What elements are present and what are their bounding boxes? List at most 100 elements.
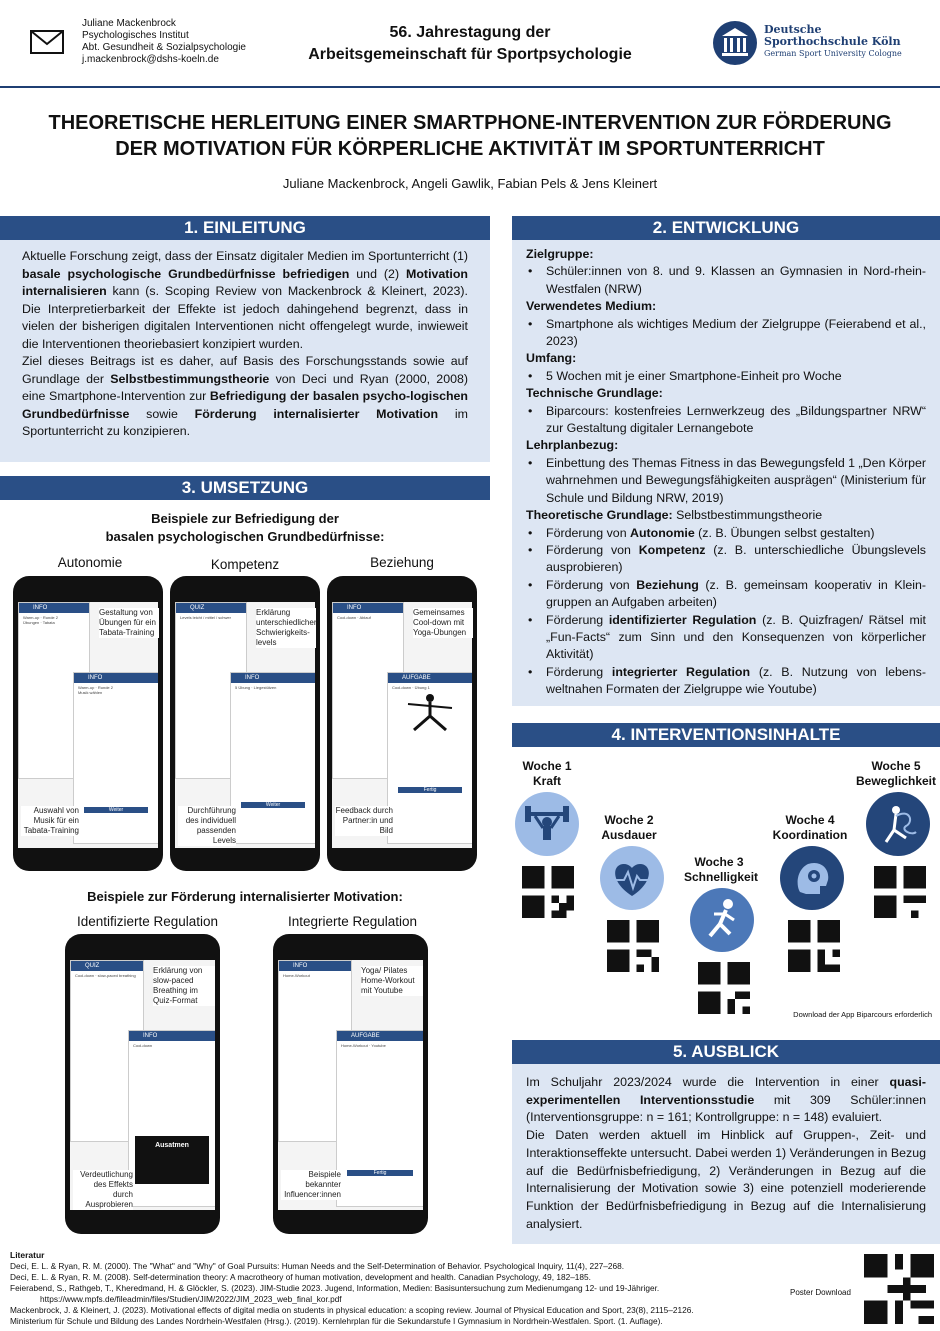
- reference: Deci, E. L. & Ryan, R. M. (2008). Self-d…: [10, 1272, 591, 1282]
- logo-line3: German Sport University Cologne: [764, 49, 902, 58]
- label-autonomie: Autonomie: [57, 555, 123, 570]
- qr-code-week-5[interactable]: [874, 866, 926, 918]
- theory-item: Förderung von Autonomie (z. B. Übungen s…: [526, 525, 926, 543]
- theory-item: Förderung identifizierter Regulation (z.…: [526, 612, 926, 664]
- brain-gear-icon: [780, 846, 844, 910]
- ausatmen-video[interactable]: Ausatmen: [135, 1136, 209, 1184]
- qr-code-week-2[interactable]: [607, 920, 659, 972]
- contact-block: Juliane Mackenbrock Psychologisches Inst…: [82, 18, 246, 66]
- conference-line1: 56. Jahrestagung der: [389, 24, 551, 41]
- logo-line2: Sporthochschule Köln: [764, 35, 901, 48]
- technik-label: Technische Grundlage:: [526, 386, 663, 401]
- mail-icon: [30, 30, 64, 54]
- medium-label: Verwendetes Medium:: [526, 299, 657, 314]
- gymnast-icon: [866, 792, 930, 856]
- qr-code-week-1[interactable]: [522, 866, 574, 918]
- poster-title: THEORETISCHE HERLEITUNG EINER SMARTPHONE…: [20, 110, 920, 162]
- outlook-paragraph-1: Im Schuljahr 2023/2024 wurde die Interve…: [526, 1075, 926, 1125]
- theory-item: Förderung von Beziehung (z. B. gemeinsam…: [526, 577, 926, 612]
- callout-bottom: Feedback durch Partner:in und Bild: [335, 806, 393, 836]
- callout-bottom: Beispiele bekannter Influencer:innen: [281, 1170, 341, 1200]
- section-1-heading: 1. EINLEITUNG: [0, 216, 490, 240]
- label-identifiziert: Identifizierte Regulation: [76, 914, 219, 929]
- section-2-body: Zielgruppe: Schüler:innen von 8. und 9. …: [512, 240, 940, 706]
- reference: Feierabend, S., Rathgeb, T., Kheredmand,…: [10, 1283, 660, 1293]
- contact-name: Juliane Mackenbrock: [82, 18, 176, 29]
- callout-bottom: Auswahl von Musik für ein Tabata-Trainin…: [21, 806, 79, 836]
- weiter-button[interactable]: Weiter: [241, 802, 305, 808]
- contact-institute: Psychologisches Institut: [82, 30, 189, 41]
- fertig-button[interactable]: Fertig: [398, 787, 462, 793]
- header-divider: [0, 86, 940, 88]
- literature-heading: Literatur: [10, 1250, 45, 1260]
- label-integriert: Integrierte Regulation: [287, 914, 418, 929]
- fertig-button[interactable]: Fertig: [347, 1170, 413, 1176]
- title-line1: THEORETISCHE HERLEITUNG EINER SMARTPHONE…: [48, 112, 892, 134]
- heart-icon: [600, 846, 664, 910]
- callout-bottom: Durchführung des individuell passenden L…: [178, 806, 236, 846]
- section-5-heading: 5. AUSBLICK: [512, 1040, 940, 1064]
- theory-item: Förderung von Kompetenz (z. B. unterschi…: [526, 542, 926, 577]
- reference: Mackenbrock, J. & Kleinert, J. (2023). M…: [10, 1305, 694, 1315]
- intro-paragraph-1: Aktuelle Forschung zeigt, dass der Einsa…: [22, 249, 468, 351]
- section-1-body: Aktuelle Forschung zeigt, dass der Einsa…: [0, 240, 490, 462]
- yoga-pose-icon: [407, 694, 453, 732]
- title-line2: DER MOTIVATION FÜR KÖRPERLICHE AKTIVITÄT…: [115, 138, 825, 160]
- download-note: Download der App Biparcours erforderlich: [793, 1010, 932, 1019]
- theory-item: Förderung integrierter Regulation (z. B.…: [526, 664, 926, 699]
- label-kompetenz: Kompetenz: [210, 557, 280, 572]
- weiter-button[interactable]: Weiter: [84, 807, 148, 813]
- callout-bottom: Verdeutlichung des Effekts durch Ausprob…: [73, 1170, 133, 1210]
- literature-block: Literatur Deci, E. L. & Ryan, R. M. (200…: [10, 1250, 850, 1327]
- section-2-heading: 2. ENTWICKLUNG: [512, 216, 940, 240]
- medium-item: Smartphone als wichtiges Medium der Ziel…: [526, 316, 926, 351]
- contact-department: Abt. Gesundheit & Sozialpsychologie: [82, 42, 246, 53]
- logo-line1: Deutsche: [764, 23, 822, 36]
- umfang-item: 5 Wochen mit je einer Smartphone-Einheit…: [526, 368, 926, 386]
- qr-code-week-3[interactable]: [698, 962, 750, 1014]
- callout-top: Erklärung von slow-paced Breathing im Qu…: [153, 966, 215, 1006]
- qr-code-poster-download[interactable]: [864, 1254, 934, 1324]
- outlook-paragraph-2: Die Daten werden aktuell im Hinblick auf…: [526, 1128, 926, 1231]
- umfang-label: Umfang:: [526, 351, 577, 366]
- subheading-motivation: Beispiele zur Förderung internalisierter…: [87, 889, 403, 904]
- callout-top: Gestaltung von Übungen für ein Tabata-Tr…: [99, 608, 159, 638]
- conference-title: 56. Jahrestagung der Arbeitsgemeinschaft…: [290, 22, 650, 66]
- poster-download-label: Poster Download: [790, 1288, 851, 1297]
- reference: Ministerium für Schule und Bildung des L…: [10, 1316, 663, 1326]
- qr-code-week-4[interactable]: [788, 920, 840, 972]
- callout-top: Yoga/ Pilates Home-Workout mit Youtube: [361, 966, 423, 996]
- label-beziehung: Beziehung: [370, 555, 434, 570]
- university-logo: Deutsche Sporthochschule Köln German Spo…: [712, 20, 922, 68]
- technik-item: Biparcours: kostenfreies Lernwerkzeug de…: [526, 403, 926, 438]
- reference: Deci, E. L. & Ryan, R. M. (2000). The "W…: [10, 1261, 625, 1271]
- section-4-heading: 4. INTERVENTIONSINHALTE: [512, 723, 940, 747]
- section-3-heading: 3. UMSETZUNG: [0, 476, 490, 500]
- callout-top: Erklärung unterschiedlicher Schwierigkei…: [256, 608, 317, 648]
- lehrplan-label: Lehrplanbezug:: [526, 438, 619, 453]
- conference-line2: Arbeitsgemeinschaft für Sportpsychologie: [308, 46, 632, 63]
- section-5-body: Im Schuljahr 2023/2024 wurde die Interve…: [512, 1064, 940, 1244]
- university-seal-icon: [713, 21, 757, 65]
- zielgruppe-label: Zielgruppe:: [526, 247, 594, 261]
- runner-icon: [690, 888, 754, 952]
- reference-url[interactable]: https://www.mpfs.de/fileadmin/files/Stud…: [40, 1294, 342, 1304]
- contact-email[interactable]: j.mackenbrock@dshs-koeln.de: [82, 54, 219, 65]
- theory-list: Förderung von Autonomie (z. B. Übungen s…: [526, 525, 926, 699]
- callout-top: Gemeinsames Cool-down mit Yoga-Übungen: [413, 608, 473, 638]
- strength-icon: [515, 792, 579, 856]
- zielgruppe-item: Schüler:innen von 8. und 9. Klassen an G…: [526, 263, 926, 298]
